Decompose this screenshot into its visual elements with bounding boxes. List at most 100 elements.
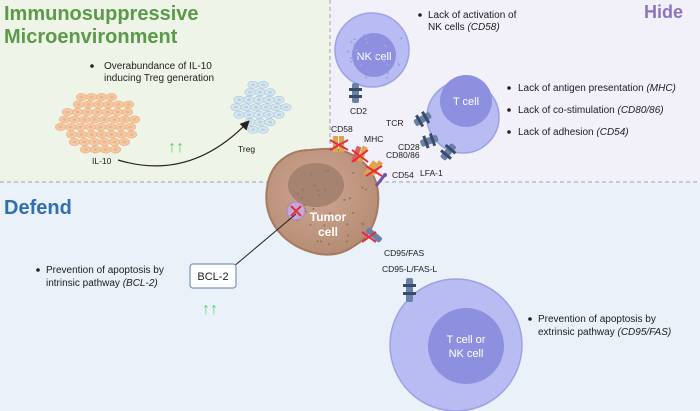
hide-bullet1-line2: NK cells (CD58) — [428, 22, 500, 33]
il10-cell-nucleus — [112, 140, 117, 144]
nk-cell: NK cell — [334, 12, 410, 88]
defend-bullet2-line1: Prevention of apoptosis by — [538, 314, 656, 325]
nk-granule — [366, 41, 369, 44]
defend-bullet1-italic: (BCL-2) — [123, 278, 158, 289]
il10-cell-nucleus — [68, 125, 73, 129]
treg-cell-nucleus — [248, 90, 252, 94]
cd95-fas-label: CD95/FAS — [384, 248, 424, 258]
tumor-granule — [346, 234, 350, 237]
nk-granule — [350, 60, 353, 63]
tumor-granule — [341, 217, 344, 220]
immuno-title-line1: Immunosuppressive — [4, 3, 199, 25]
il10-label: IL-10 — [92, 156, 112, 166]
cd58-receptor-icon — [329, 136, 349, 152]
hide-bullet2-italic: (MHC) — [646, 83, 675, 94]
defend-bullet2-dot — [528, 317, 532, 321]
hide-bullet1-dot — [418, 13, 422, 17]
hide-title: Hide — [644, 2, 683, 22]
hide-bullet1-italic: (CD58) — [467, 22, 499, 33]
il10-cell-nucleus — [122, 118, 127, 121]
treg-cell-nucleus — [267, 98, 271, 102]
nk-granule — [386, 63, 389, 66]
defend-bullet1-plain: intrinsic pathway — [46, 278, 123, 289]
nk-granule — [374, 55, 377, 58]
tumor-granule — [309, 223, 312, 227]
il10-cell-nucleus — [132, 118, 137, 121]
il10-cell-nucleus — [109, 95, 114, 99]
nk-granule — [397, 63, 401, 66]
tumor-granule — [326, 170, 330, 173]
treg-cell-nucleus — [257, 98, 261, 102]
tumor-granule — [324, 170, 327, 173]
immuno-title-line2: Microenvironment — [4, 26, 178, 48]
il10-cell-nucleus — [58, 125, 63, 129]
nk-granule — [349, 56, 352, 60]
treg-cell-nucleus — [261, 128, 265, 132]
il10-cell-nucleus — [99, 133, 104, 136]
hide-bullet3: Lack of co-stimulation (CD80/86) — [518, 105, 664, 116]
nk-granule — [356, 54, 359, 57]
il10-cell-nucleus — [72, 118, 77, 121]
treg-cell-nucleus — [277, 98, 281, 102]
il10-cell-nucleus — [88, 125, 93, 129]
il10-cell-nucleus — [92, 140, 97, 144]
treg-cell-nucleus — [268, 90, 272, 94]
lfa1-label: LFA-1 — [420, 168, 443, 178]
il10-cell-nucleus — [69, 133, 74, 136]
tumor-granule — [352, 171, 355, 174]
treg-cell-nucleus — [274, 105, 278, 109]
tumor-granule — [338, 218, 341, 222]
tumor-granule — [362, 223, 365, 226]
immuno-bullet-dot — [90, 64, 94, 68]
treg-cell-nucleus — [258, 120, 262, 124]
hide-bullet1-line1: Lack of activation of — [428, 10, 517, 21]
il10-cell-nucleus — [75, 110, 80, 114]
mhc-receptor-icon — [351, 145, 369, 163]
tumor-label-line2: cell — [318, 225, 338, 239]
il10-to-treg-arrow — [117, 120, 250, 167]
tumor-granule — [323, 224, 326, 227]
nk-granule — [362, 33, 366, 37]
il10-cell-nucleus — [82, 118, 87, 121]
il10-cell-nucleus — [72, 140, 77, 144]
tumor-label-line1: Tumor — [310, 210, 347, 224]
nk-granule — [386, 72, 390, 75]
t-or-nk-cell-nucleus — [428, 308, 504, 384]
tumor-granule — [365, 188, 368, 191]
il10-cell-nucleus — [79, 95, 84, 99]
il10-cell-nucleus — [102, 140, 107, 144]
treg-cell-nucleus — [277, 113, 281, 117]
hide-bullet3-dot — [507, 108, 511, 112]
cd2-receptor-icon — [349, 83, 362, 103]
il10-cell-nucleus — [125, 110, 130, 114]
nk-granule — [364, 76, 368, 79]
hide-bullet1-plain: NK cells — [428, 22, 467, 33]
il10-cell-nucleus — [126, 103, 131, 106]
nk-granule — [382, 59, 385, 62]
cd58-label: CD58 — [331, 124, 353, 134]
defend-bullet1-line2: intrinsic pathway (BCL-2) — [46, 278, 158, 289]
treg-cell-nucleus — [234, 105, 238, 109]
tumor-granule — [346, 223, 349, 226]
tumor-granule — [343, 198, 346, 202]
il10-cell-nucleus — [99, 95, 104, 99]
tumor-granule — [319, 240, 323, 243]
tumor-granule — [324, 188, 327, 191]
nk-granule — [355, 49, 358, 52]
defend-up-arrows: ↑↑ — [202, 301, 218, 318]
t-or-nk-cell: T cell or NK cell — [389, 278, 523, 411]
treg-label: Treg — [238, 144, 255, 154]
il10-cluster-icon — [54, 93, 141, 154]
nk-granule — [386, 76, 389, 79]
tumor-cell — [265, 147, 380, 256]
treg-cell-nucleus — [247, 98, 251, 102]
immuno-bullet-line1: Overabundance of IL-10 — [104, 61, 212, 72]
il10-cell-nucleus — [93, 148, 98, 151]
treg-cell-nucleus — [261, 83, 265, 87]
il10-cell-nucleus — [78, 125, 83, 129]
nk-granule — [400, 37, 403, 40]
t-cell: T cell — [426, 75, 500, 154]
il10-cell-nucleus — [92, 118, 97, 121]
il10-cell-nucleus — [115, 110, 120, 114]
treg-cell-nucleus — [248, 120, 252, 124]
